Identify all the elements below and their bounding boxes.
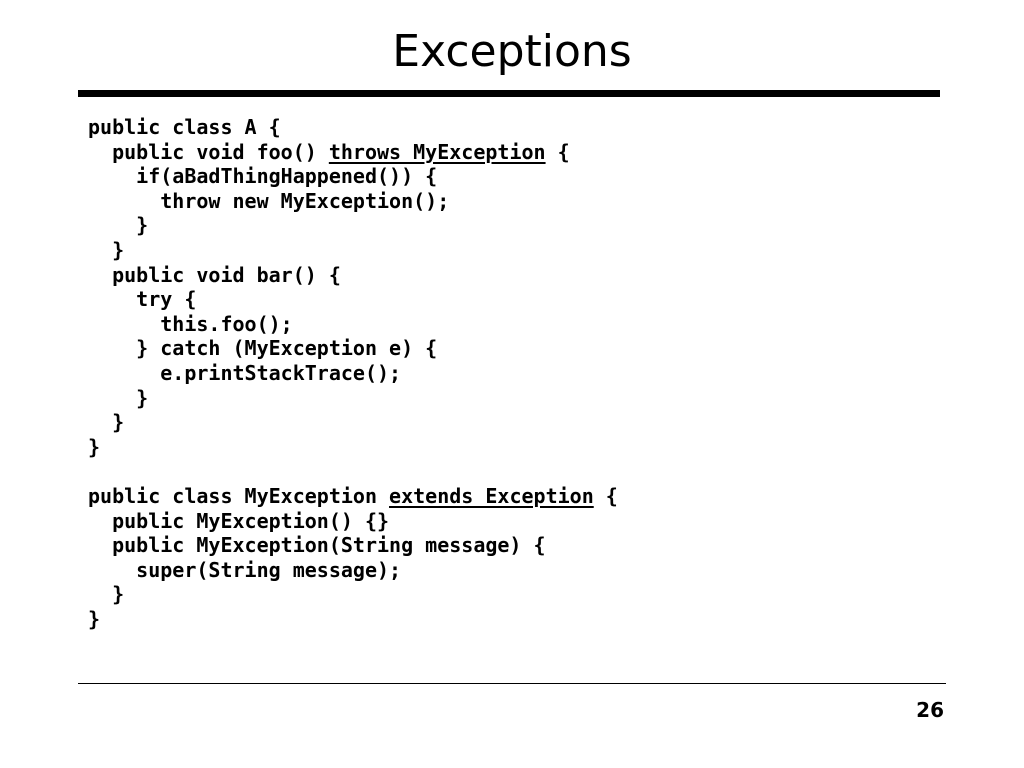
code-segment: public MyException(String message) { [88,533,546,558]
code-line: e.printStackTrace(); [88,361,618,386]
code-segment: { [545,139,570,164]
code-line: } catch (MyException e) { [88,336,618,361]
code-line: if(aBadThingHappened()) { [88,164,618,189]
code-segment: } [88,213,149,238]
code-segment: } [88,606,101,631]
code-segment: try { [88,287,197,312]
code-line: public class MyException extends Excepti… [88,484,618,509]
title-divider [78,90,940,97]
page-number: 26 [916,698,944,722]
code-segment: } [88,237,125,262]
code-line: } [88,213,618,238]
code-line: public MyException(String message) { [88,533,618,558]
code-segment: } [88,385,149,410]
code-segment: } [88,582,125,607]
footer-divider [78,683,946,684]
code-line [88,459,618,484]
code-line: public MyException() {} [88,509,618,534]
code-segment: throw new MyException(); [88,188,450,213]
code-line: } [88,435,618,460]
code-segment: } [88,410,125,435]
code-segment: public class A { [88,115,281,139]
code-segment: public void bar() { [88,262,341,287]
code-segment: public MyException() {} [88,508,390,533]
code-segment: if(aBadThingHappened()) { [88,164,438,189]
code-segment: } [88,434,101,459]
code-segment: { [593,483,618,508]
code-line: } [88,238,618,263]
code-line: } [88,410,618,435]
code-line: public class A { [88,115,618,140]
code-line: this.foo(); [88,312,618,337]
slide-title: Exceptions [392,26,632,77]
code-underlined-segment: extends Exception [389,483,594,508]
code-segment: this.foo(); [88,311,293,336]
code-line: public void foo() throws MyException { [88,140,618,165]
code-segment: e.printStackTrace(); [88,360,402,385]
code-line: } [88,386,618,411]
code-line: super(String message); [88,558,618,583]
code-line: try { [88,287,618,312]
code-line: } [88,607,618,632]
code-line: throw new MyException(); [88,189,618,214]
code-underlined-segment: throws MyException [328,139,546,164]
code-segment: } catch (MyException e) { [88,336,438,361]
code-block: public class A { public void foo() throw… [88,115,618,631]
code-line: public void bar() { [88,263,618,288]
code-segment: public void foo() [88,139,329,164]
code-segment: public class MyException [88,483,390,508]
code-segment: super(String message); [88,557,402,582]
code-line: } [88,582,618,607]
